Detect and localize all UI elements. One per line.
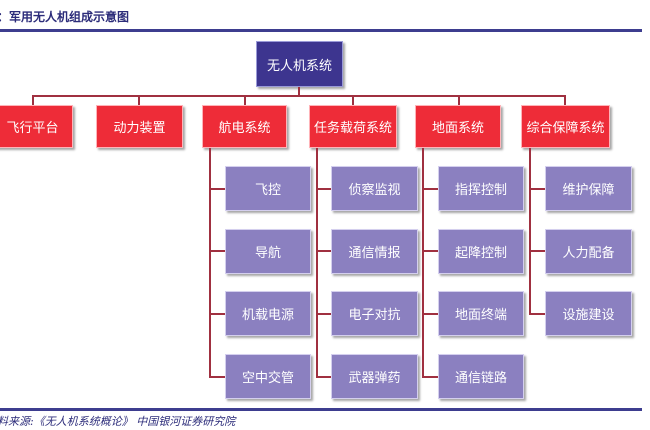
- payload-branch: [316, 250, 331, 252]
- payload-branch: [316, 188, 331, 190]
- category-ground-system: 地面系统: [415, 105, 501, 148]
- category-drop-4: [352, 95, 354, 105]
- node-comm-intel: 通信情报: [331, 229, 418, 274]
- category-drop-5: [458, 95, 460, 105]
- ground-branch: [422, 313, 438, 315]
- avionics-spine: [209, 148, 211, 378]
- node-reconnaissance: 侦察监视: [331, 166, 418, 211]
- payload-branch: [316, 313, 331, 315]
- node-command-control: 指挥控制: [438, 166, 524, 211]
- category-avionics: 航电系统: [202, 105, 287, 148]
- node-ground-terminal: 地面终端: [438, 291, 524, 336]
- footer-rule: [0, 408, 642, 411]
- ground-branch: [422, 188, 438, 190]
- avionics-branch: [209, 313, 225, 315]
- category-flight-platform: 飞行平台: [0, 105, 73, 148]
- category-mission-payload: 任务载荷系统: [309, 105, 397, 148]
- root-connector: [298, 87, 300, 96]
- payload-spine: [316, 148, 318, 378]
- node-weapons: 武器弹药: [331, 354, 418, 399]
- node-onboard-power: 机载电源: [225, 291, 311, 336]
- node-flight-control: 飞控: [225, 166, 311, 211]
- category-drop-6: [564, 95, 566, 105]
- support-branch: [529, 188, 545, 190]
- node-electronic-warfare: 电子对抗: [331, 291, 418, 336]
- category-support: 综合保障系统: [521, 105, 610, 148]
- payload-branch: [316, 376, 331, 378]
- node-takeoff-landing: 起降控制: [438, 229, 524, 274]
- category-drop-1: [32, 95, 34, 105]
- category-drop-3: [244, 95, 246, 105]
- node-maintenance: 维护保障: [545, 166, 632, 211]
- support-spine: [529, 148, 531, 315]
- support-branch: [529, 250, 545, 252]
- avionics-branch: [209, 250, 225, 252]
- category-drop-2: [138, 95, 140, 105]
- ground-spine: [422, 148, 424, 378]
- ground-branch: [422, 376, 438, 378]
- avionics-branch: [209, 188, 225, 190]
- node-air-traffic: 空中交管: [225, 354, 311, 399]
- support-branch: [529, 313, 545, 315]
- root-node: 无人机系统: [256, 41, 343, 87]
- figure-caption: ：军用无人机组成示意图: [0, 10, 130, 24]
- source-note: 料来源:《无人机系统概论》 中国银河证券研究院: [0, 415, 236, 428]
- node-staffing: 人力配备: [545, 229, 632, 274]
- node-facilities: 设施建设: [545, 291, 632, 336]
- node-navigation: 导航: [225, 229, 311, 274]
- ground-branch: [422, 250, 438, 252]
- category-power-unit: 动力装置: [96, 105, 183, 148]
- avionics-branch: [209, 376, 225, 378]
- node-data-link: 通信链路: [438, 354, 524, 399]
- header-rule: [0, 29, 642, 32]
- category-bus: [32, 95, 566, 97]
